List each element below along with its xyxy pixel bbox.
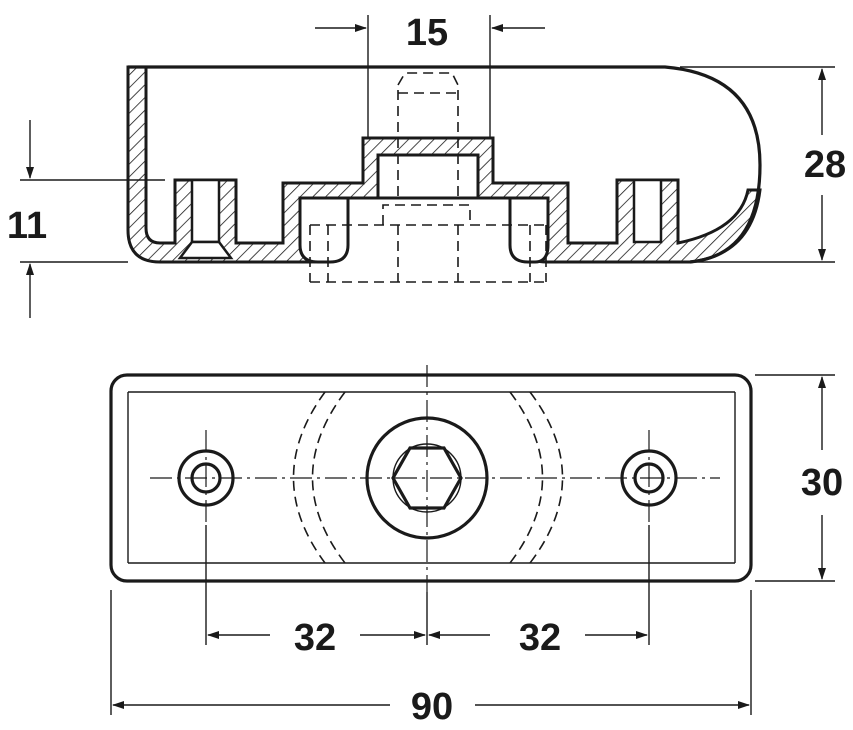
dimension-15: 15	[406, 12, 448, 54]
dimension-32-left: 32	[294, 617, 336, 659]
dimension-30: 30	[801, 462, 843, 504]
dimension-28: 28	[804, 144, 846, 186]
dimension-11: 11	[7, 205, 47, 247]
dimension-90: 90	[411, 686, 453, 728]
bottom-view	[109, 365, 835, 715]
dimension-32-right: 32	[519, 617, 561, 659]
side-section-view	[20, 15, 835, 318]
